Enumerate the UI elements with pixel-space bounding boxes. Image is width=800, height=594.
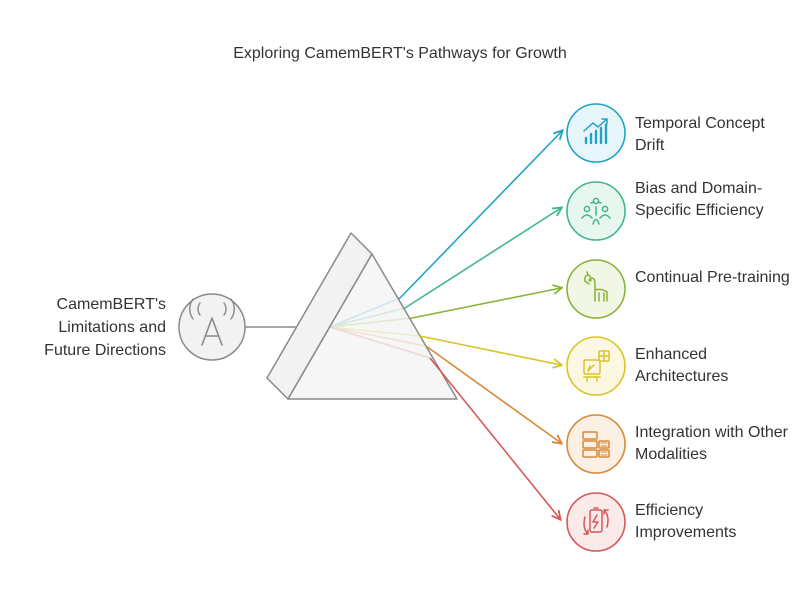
- ray-arrow-2: [404, 208, 561, 309]
- output-label-4: Enhanced Architectures: [635, 346, 729, 385]
- output-node-6: [566, 492, 626, 552]
- ray-arrow-3: [411, 288, 561, 319]
- wireless-a-icon: [178, 293, 246, 361]
- diagram-title: Exploring CamemBERT's Pathways for Growt…: [233, 45, 567, 62]
- battery-cycle-icon: [583, 507, 609, 535]
- output-node-5: [566, 414, 626, 474]
- rising-bar-chart-icon: [583, 118, 608, 145]
- blueprint-board-icon: [583, 350, 610, 382]
- source-label: CamemBERT's Limitations and Future Direc…: [44, 296, 166, 359]
- output-node-3: [566, 259, 626, 319]
- ray-arrow-4: [419, 335, 561, 365]
- people-network-icon: [581, 197, 611, 225]
- llama-icon: [584, 271, 608, 302]
- prism-front-face: [287, 253, 458, 400]
- output-node-4: [566, 336, 626, 396]
- output-label-6: Efficiency Improvements: [635, 502, 737, 541]
- output-node-1: [566, 103, 626, 163]
- layered-blocks-icon: [582, 431, 610, 458]
- output-label-1: Temporal Concept Drift: [635, 115, 765, 154]
- ray-arrow-1: [399, 131, 562, 299]
- ray-arrow-5: [425, 345, 561, 443]
- output-node-2: [566, 181, 626, 241]
- output-label-5: Integration with Other Modalities: [635, 424, 788, 463]
- output-label-3: Continual Pre-training: [635, 269, 790, 286]
- output-label-2: Bias and Domain-Specific Efficiency: [635, 180, 764, 219]
- output-node-circle: [566, 336, 626, 396]
- ray-arrow-6: [429, 357, 560, 519]
- output-node-circle: [566, 414, 626, 474]
